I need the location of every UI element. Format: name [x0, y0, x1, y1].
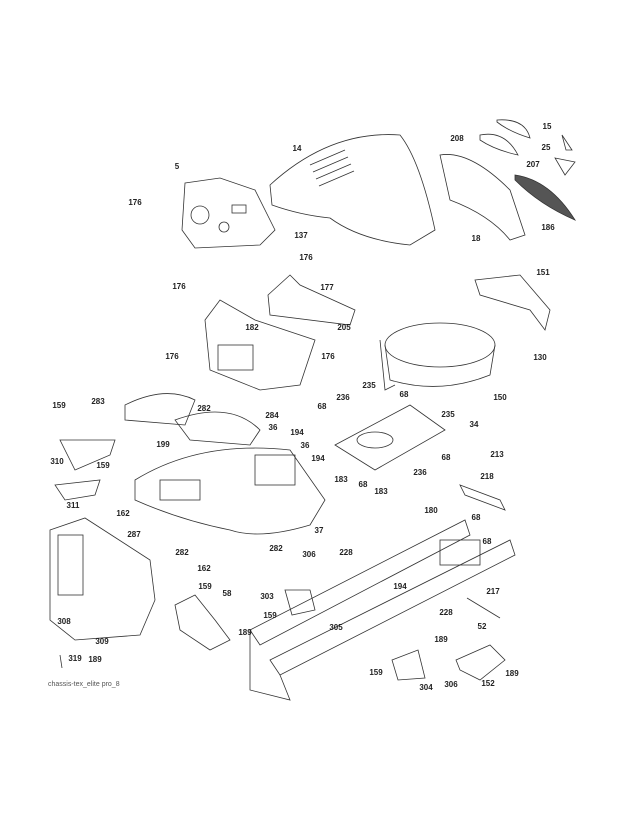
part-callout-label: 58: [222, 589, 232, 598]
part-callout-label: 199: [156, 440, 170, 449]
part-callout-label: 306: [444, 680, 458, 689]
part-callout-label: 176: [172, 282, 186, 291]
part-callout-label: 176: [299, 253, 313, 262]
part-callout-label: 189: [88, 655, 102, 664]
shield-303-part: [284, 589, 316, 616]
diagram-caption: chassis-tex_elite pro_8: [48, 681, 120, 688]
shield-304-part: [391, 649, 426, 681]
part-callout-label: 194: [290, 428, 304, 437]
part-callout-label: 36: [300, 441, 310, 450]
part-callout-label: 194: [311, 454, 325, 463]
front-panel-part: [49, 517, 156, 641]
seat-pan-part: [124, 393, 196, 426]
part-callout-label: 207: [526, 160, 540, 169]
part-callout-label: 189: [434, 635, 448, 644]
part-callout-label: 159: [198, 582, 212, 591]
bracket-218-part: [459, 484, 506, 511]
mounting-plate-part: [334, 404, 446, 471]
part-callout-label: 308: [57, 617, 71, 626]
part-callout-label: 159: [96, 461, 110, 470]
part-callout-label: 37: [314, 526, 324, 535]
part-callout-label: 176: [321, 352, 335, 361]
bracket-part: [267, 274, 356, 326]
part-callout-label: 311: [66, 501, 80, 510]
mesh-grille-part: [514, 174, 577, 221]
part-callout-label: 159: [263, 611, 277, 620]
part-callout-label: 182: [245, 323, 259, 332]
part-callout-label: 162: [116, 509, 130, 518]
hood-part: [269, 134, 436, 246]
bracket-311-part: [54, 479, 101, 501]
part-callout-label: 162: [197, 564, 211, 573]
part-callout-label: 5: [174, 162, 180, 171]
part-callout-label: 15: [542, 122, 552, 131]
part-callout-label: 310: [50, 457, 64, 466]
part-callout-label: 189: [505, 669, 519, 678]
part-callout-label: 284: [265, 411, 279, 420]
housing-150-part: [384, 322, 496, 368]
part-callout-label: 282: [197, 404, 211, 413]
footrest-part: [134, 447, 326, 535]
part-callout-label: 218: [480, 472, 494, 481]
part-callout-label: 130: [533, 353, 547, 362]
part-callout-label: 304: [419, 683, 433, 692]
part-callout-label: 213: [490, 450, 504, 459]
part-callout-label: 208: [450, 134, 464, 143]
part-callout-label: 18: [471, 234, 481, 243]
part-callout-label: 189: [238, 628, 252, 637]
part-callout-label: 186: [541, 223, 555, 232]
part-callout-label: 282: [269, 544, 283, 553]
part-callout-label: 303: [260, 592, 274, 601]
part-callout-label: 176: [165, 352, 179, 361]
part-callout-label: 305: [329, 623, 343, 632]
part-callout-label: 282: [175, 548, 189, 557]
part-callout-label: 180: [424, 506, 438, 515]
part-callout-label: 283: [91, 397, 105, 406]
part-callout-label: 25: [541, 143, 551, 152]
part-callout-label: 68: [399, 390, 409, 399]
part-callout-label: 159: [369, 668, 383, 677]
part-callout-label: 152: [481, 679, 495, 688]
part-callout-label: 235: [441, 410, 455, 419]
part-callout-label: 14: [292, 144, 302, 153]
part-callout-label: 176: [128, 198, 142, 207]
part-callout-label: 205: [337, 323, 351, 332]
dash-panel-part: [181, 177, 276, 249]
part-callout-label: 68: [358, 480, 368, 489]
part-callout-label: 217: [486, 587, 500, 596]
part-callout-label: 228: [439, 608, 453, 617]
part-callout-label: 68: [441, 453, 451, 462]
part-callout-label: 194: [393, 582, 407, 591]
bracket-58-part: [174, 594, 231, 651]
part-callout-label: 34: [469, 420, 479, 429]
part-callout-label: 36: [268, 423, 278, 432]
part-callout-label: 52: [477, 622, 487, 631]
part-callout-label: 306: [302, 550, 316, 559]
part-callout-label: 287: [127, 530, 141, 539]
part-callout-label: 177: [320, 283, 334, 292]
part-callout-label: 183: [334, 475, 348, 484]
part-callout-label: 236: [336, 393, 350, 402]
grille-frame-part: [439, 154, 526, 241]
bracket-151-part: [474, 274, 551, 331]
part-callout-label: 183: [374, 487, 388, 496]
part-callout-label: 235: [362, 381, 376, 390]
part-callout-label: 137: [294, 231, 308, 240]
part-callout-label: 150: [493, 393, 507, 402]
part-callout-label: 68: [317, 402, 327, 411]
shield-152-part: [455, 644, 506, 681]
part-callout-label: 151: [536, 268, 550, 277]
part-callout-label: 68: [482, 537, 492, 546]
part-callout-label: 159: [52, 401, 66, 410]
part-callout-label: 309: [95, 637, 109, 646]
lower-panel-part: [204, 299, 316, 391]
part-callout-label: 68: [471, 513, 481, 522]
part-callout-label: 228: [339, 548, 353, 557]
frame-rail-part: [249, 519, 471, 646]
part-callout-label: 319: [68, 654, 82, 663]
bracket-310-part: [59, 439, 116, 471]
part-callout-label: 236: [413, 468, 427, 477]
